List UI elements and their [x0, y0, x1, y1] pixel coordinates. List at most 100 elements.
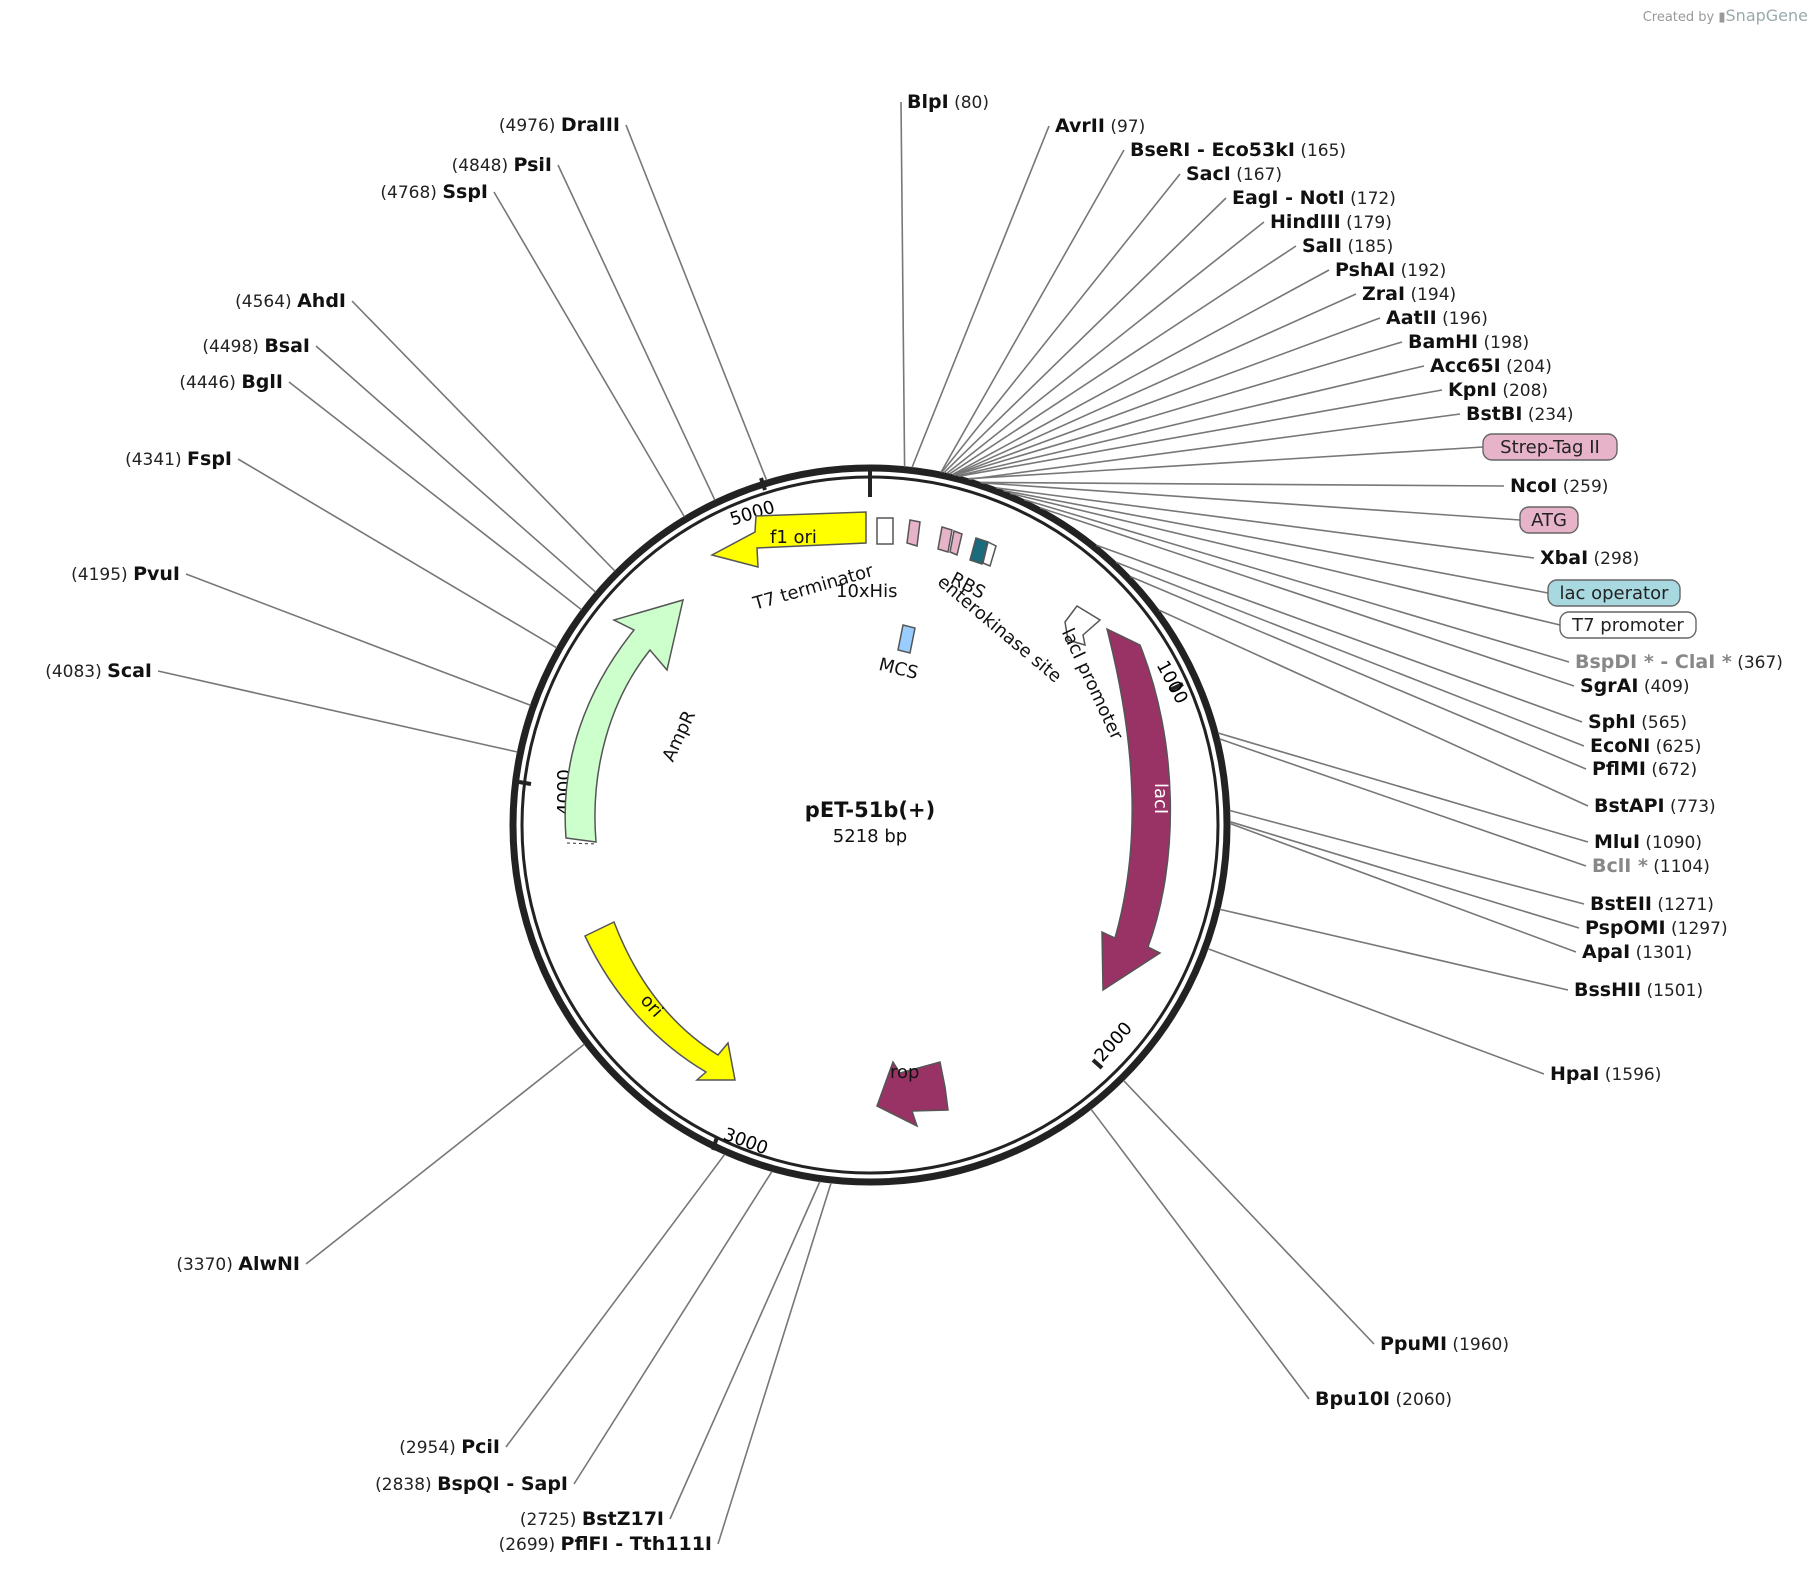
enzyme-name: SspI	[442, 181, 488, 203]
enzyme-label: (4498) BsaI	[202, 335, 310, 357]
enzyme-position: (1301)	[1630, 943, 1692, 963]
enzyme-leader-line	[949, 245, 1297, 475]
enzyme-name-2: - Tth111I	[609, 1533, 712, 1555]
enzyme-position: (625)	[1650, 737, 1701, 757]
enzyme-label: (2725) BstZ17I	[520, 1508, 664, 1530]
enzyme-name: PshAI	[1335, 259, 1395, 281]
enzyme-position: (1501)	[1641, 981, 1703, 1001]
enzyme-position: (80)	[949, 93, 989, 113]
enzyme-label: BstEII (1271)	[1590, 893, 1714, 915]
enzyme-label: BstAPI (773)	[1594, 795, 1716, 817]
enzyme-leader-line	[185, 573, 531, 707]
laci-arrow	[1101, 627, 1172, 992]
enzyme-leader-line	[157, 670, 518, 753]
enzyme-position: (4976)	[499, 116, 561, 136]
enzyme-position: (97)	[1105, 117, 1145, 137]
enzyme-leader-line	[943, 197, 1227, 474]
enzyme-label: AvrII (97)	[1055, 115, 1145, 137]
enzyme-name: HindIII	[1270, 211, 1341, 233]
enzyme-leader-line	[557, 164, 716, 501]
enzyme-label: EcoNI (625)	[1590, 735, 1701, 757]
enzyme-leader-line	[900, 101, 906, 467]
feature-tag-leader-line	[981, 482, 1521, 521]
enzyme-label: (2954) PciI	[399, 1436, 500, 1458]
enzyme-name: BamHI	[1408, 331, 1478, 353]
enzyme-name: HpaI	[1550, 1063, 1599, 1085]
enzyme-leader-line	[1123, 1080, 1375, 1345]
enzyme-position: (1104)	[1648, 857, 1710, 877]
enzyme-label: (4341) FspI	[125, 448, 232, 470]
enzyme-position: (773)	[1665, 797, 1716, 817]
feature-tag-leader-line	[1003, 489, 1549, 594]
enzyme-position: (1090)	[1640, 833, 1702, 853]
enzyme-leader-line	[1229, 820, 1580, 929]
enzyme-leader-line	[717, 1182, 832, 1545]
feature-tag-leader-line	[968, 446, 1484, 480]
enzyme-leader-line	[288, 381, 582, 611]
enzyme-position: (4446)	[179, 373, 241, 393]
enzyme-leader-line	[952, 269, 1330, 476]
enzyme-name: Acc65I	[1430, 355, 1501, 377]
enzyme-position: (672)	[1646, 760, 1697, 780]
enzyme-leader-line	[1207, 948, 1545, 1075]
enzyme-name: BstBI	[1466, 403, 1522, 425]
enzyme-label: Acc65I (204)	[1430, 355, 1552, 377]
feature-tag-label: ATG	[1531, 510, 1567, 531]
enzyme-leader-line	[305, 1043, 585, 1265]
snapgene-credit: Created by ▮SnapGene	[1642, 6, 1808, 25]
enzyme-name-2: - Eco53kI	[1190, 139, 1295, 161]
enzyme-position: (1960)	[1447, 1335, 1509, 1355]
enzyme-position: (2725)	[520, 1510, 582, 1530]
enzyme-leader-line	[1219, 908, 1569, 991]
enzyme-label: PshAI (192)	[1335, 259, 1446, 281]
plasmid-length: 5218 bp	[833, 826, 907, 847]
enzyme-position: (3370)	[176, 1255, 238, 1275]
enzyme-position: (409)	[1638, 677, 1689, 697]
enzyme-position: (298)	[1588, 549, 1639, 569]
enzyme-label: (2838) BspQI - SapI	[375, 1473, 568, 1495]
enzyme-label: SacI (167)	[1186, 163, 1282, 185]
enzyme-name: PciI	[461, 1436, 500, 1458]
enzyme-label: (4195) PvuI	[71, 563, 180, 585]
feature-tag-box	[1559, 611, 1697, 639]
enzyme-label: BspDI * - ClaI * (367)	[1575, 651, 1783, 673]
enzyme-name: PsiI	[514, 154, 552, 176]
enzyme-name: ScaI	[107, 660, 152, 682]
enzyme-position: (234)	[1522, 405, 1573, 425]
enzyme-leader-line	[996, 487, 1535, 559]
enzyme-position: (259)	[1557, 477, 1608, 497]
enzyme-name-2: - NotI	[1278, 187, 1344, 209]
enzyme-name: BstEII	[1590, 893, 1652, 915]
enzyme-name: PvuI	[133, 563, 180, 585]
enzyme-name: BclI *	[1592, 855, 1648, 877]
enzyme-leader-line	[1229, 822, 1577, 953]
enzyme-leader-line	[351, 300, 616, 572]
enzyme-label: (4564) AhdI	[235, 290, 346, 312]
feature-tag-box	[1519, 506, 1579, 534]
enzyme-leader-line	[911, 125, 1050, 468]
enzyme-leader-line	[505, 1153, 726, 1448]
enzyme-name: PpuMI	[1380, 1333, 1447, 1355]
enzyme-leader-line	[952, 293, 1357, 476]
enzyme-label: EagI - NotI (172)	[1232, 187, 1396, 209]
enzyme-leader-line	[237, 458, 558, 649]
enzyme-name: Bpu10I	[1315, 1388, 1390, 1410]
enzyme-leader-line	[1158, 609, 1589, 807]
ampr-arrow	[564, 598, 685, 843]
feature-tag-label: lac operator	[1559, 583, 1669, 604]
enzyme-name: ZraI	[1362, 283, 1405, 305]
snapgene-logo-icon: ▮	[1718, 10, 1726, 25]
enzyme-leader-line	[1130, 575, 1587, 770]
laci-label: lacI	[1150, 783, 1171, 814]
enzyme-position: (4083)	[45, 662, 107, 682]
enzyme-position: (167)	[1231, 165, 1282, 185]
enzyme-leader-line	[1217, 732, 1589, 843]
enzyme-label: (4446) BglI	[179, 371, 283, 393]
enzyme-leader-line	[493, 191, 685, 518]
enzyme-position: (196)	[1437, 309, 1488, 329]
enzyme-position: (4768)	[380, 183, 442, 203]
enzyme-position: (194)	[1405, 285, 1456, 305]
enterokinase-box	[937, 526, 953, 553]
mcs-box	[897, 624, 916, 654]
enzyme-label: SphI (565)	[1588, 711, 1687, 733]
